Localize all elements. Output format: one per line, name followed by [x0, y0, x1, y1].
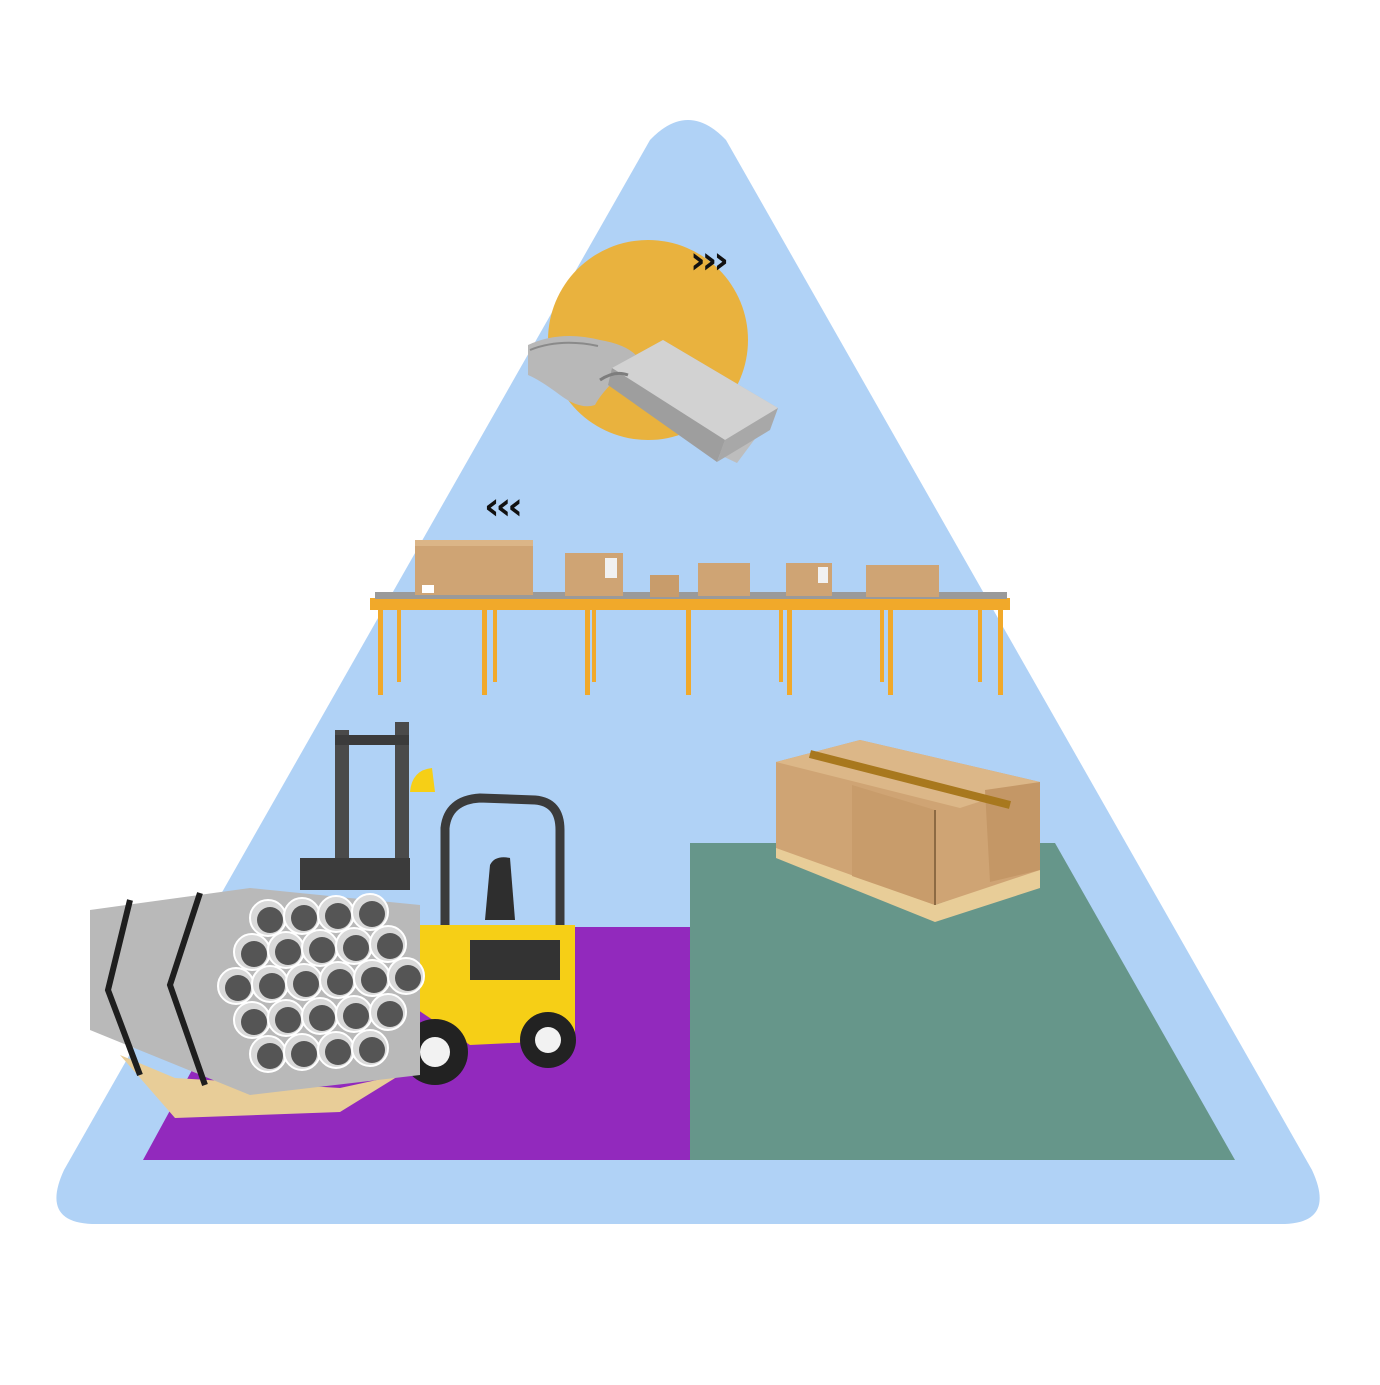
boxes-on-pallet [776, 740, 1040, 922]
parcel-6 [866, 565, 939, 597]
parcel-large [415, 540, 533, 595]
steel-pipe-bundle [90, 888, 425, 1095]
arrow-left-icon: ‹‹‹ [484, 484, 523, 528]
parcel-3 [650, 575, 679, 597]
green-floor [690, 843, 1235, 1160]
arrow-right-icon: ››› [690, 238, 729, 282]
parcel-4 [698, 563, 750, 596]
roller-conveyor [370, 540, 1010, 695]
hand-holding-box [528, 336, 778, 463]
